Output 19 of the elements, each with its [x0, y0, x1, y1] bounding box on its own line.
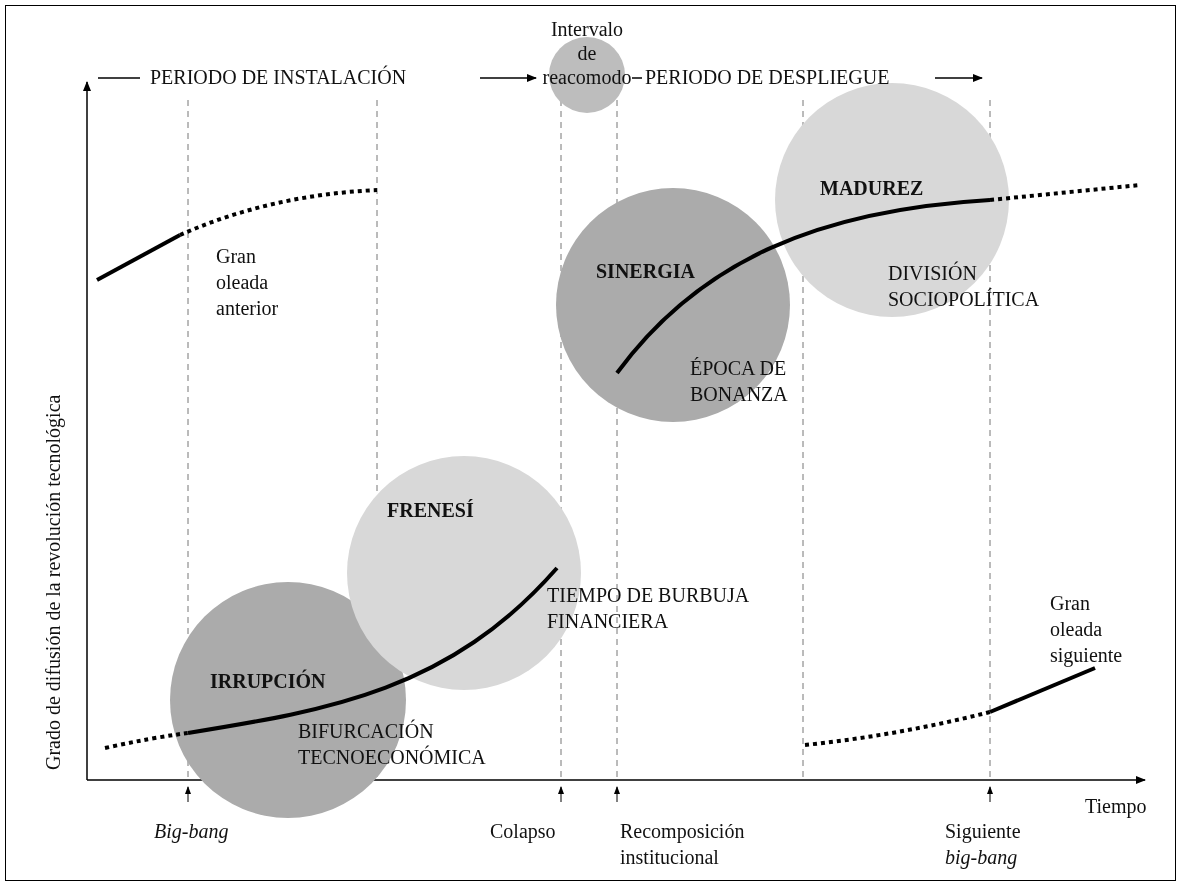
event-label: Colapso: [490, 819, 556, 844]
event-label: Siguiente big-bang: [945, 819, 1022, 870]
phase-description: DIVISIÓN SOCIOPOLÍTICA: [888, 260, 1041, 312]
phase-description: TIEMPO DE BURBUJA FINANCIERA: [547, 583, 750, 634]
wave-label: Gran oleada anterior: [216, 244, 280, 321]
phase-title: FRENESÍ: [387, 498, 474, 523]
event-label: Big-bang: [154, 819, 229, 844]
phase-title: MADUREZ: [820, 176, 924, 201]
axis-title: Tiempo: [1085, 794, 1147, 819]
phase-description: BIFURCACIÓN TECNOECONÓMICA: [298, 718, 487, 770]
axis-title: Grado de difusión de la revolución tecnológica: [41, 394, 66, 770]
period-title: PERIODO DE DESPLIEGUE: [645, 65, 890, 90]
phase-description: Intervalo de reacomodo: [542, 17, 632, 89]
period-title: PERIODO DE INSTALACIÓN: [150, 64, 407, 90]
event-label: Recomposición institucional: [620, 819, 746, 870]
phase-title: IRRUPCIÓN: [210, 668, 326, 694]
wave-label: Gran oleada siguiente: [1050, 591, 1124, 668]
phase-description: ÉPOCA DE BONANZA: [690, 356, 789, 407]
phase-title: SINERGIA: [596, 259, 695, 284]
